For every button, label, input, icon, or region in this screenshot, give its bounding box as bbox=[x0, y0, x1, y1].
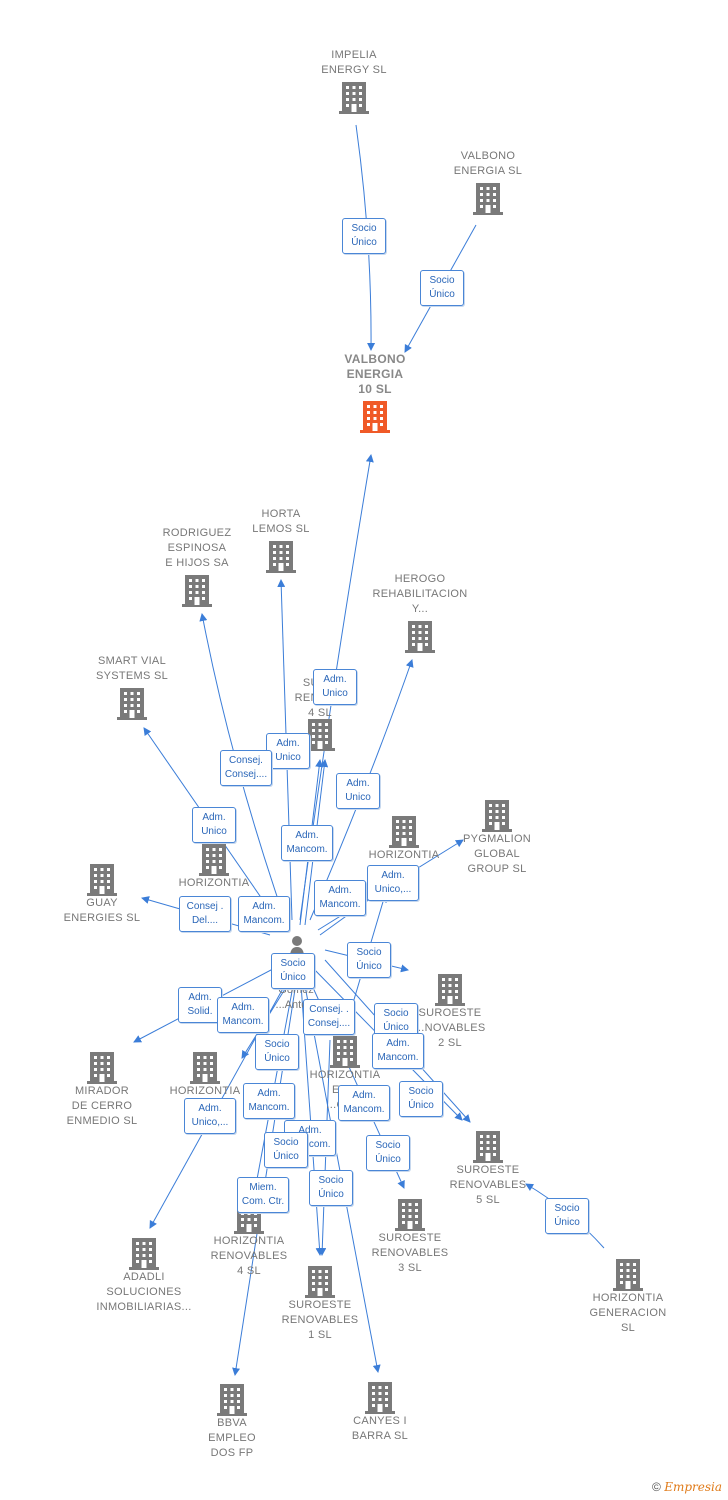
building-icon bbox=[473, 1131, 503, 1163]
company-label: ADADLI SOLUCIONES INMOBILIARIAS... bbox=[96, 1271, 192, 1313]
company-node-horizontia-left[interactable]: HORIZONTIA bbox=[149, 840, 279, 891]
company-node-horizontia-gen[interactable]: HORIZONTIA GENERACION SL bbox=[563, 1255, 693, 1336]
building-icon bbox=[199, 844, 229, 876]
company-label: SUROESTE RENOVABLES 3 SL bbox=[371, 1232, 449, 1274]
company-label: IMPELIA ENERGY SL bbox=[321, 49, 387, 76]
edge bbox=[252, 969, 297, 1191]
relation-badge[interactable]: Socio Único bbox=[366, 1135, 410, 1171]
edge bbox=[149, 964, 297, 1229]
building-icon bbox=[129, 1238, 159, 1270]
company-label: HORIZONTIA GENERACION SL bbox=[589, 1292, 667, 1334]
building-icon bbox=[473, 183, 503, 215]
company-label: HORTA LEMOS SL bbox=[252, 508, 310, 535]
company-label: SUROESTE RENOVABLES 5 SL bbox=[449, 1164, 527, 1206]
focus-company-node[interactable]: VALBONO ENERGIA 10 SL bbox=[310, 352, 440, 433]
relation-badge[interactable]: Adm. Mancom. bbox=[217, 997, 269, 1033]
building-icon bbox=[182, 575, 212, 607]
company-label: SMART VIAL SYSTEMS SL bbox=[95, 655, 169, 682]
relation-badge[interactable]: Miem. Com. Ctr. bbox=[237, 1177, 289, 1213]
company-node-impelia[interactable]: IMPELIA ENERGY SL bbox=[289, 48, 419, 114]
company-node-horta[interactable]: HORTA LEMOS SL bbox=[216, 507, 346, 573]
company-node-mirador[interactable]: MIRADOR DE CERRO ENMEDIO SL bbox=[37, 1048, 167, 1129]
company-node-suroeste2[interactable]: SUROESTE ...NOVABLES 2 SL bbox=[385, 970, 515, 1051]
relation-badge[interactable]: Adm. Unico,... bbox=[184, 1098, 236, 1134]
company-node-adadli[interactable]: ADADLI SOLUCIONES INMOBILIARIAS... bbox=[79, 1234, 209, 1315]
company-label: SUROESTE ...NOVABLES 2 SL bbox=[414, 1007, 486, 1049]
building-icon bbox=[435, 974, 465, 1006]
relation-badge[interactable]: Adm. Unico bbox=[192, 807, 236, 843]
company-label: HORIZONTIA RENOVABLES 4 SL bbox=[210, 1235, 288, 1277]
relation-badge[interactable]: Socio Único bbox=[264, 1132, 308, 1168]
company-node-horizontia4[interactable]: HORIZONTIA RENOVABLES 4 SL bbox=[184, 1198, 314, 1279]
building-icon bbox=[87, 1052, 117, 1084]
company-label: VALBONO ENERGIA SL bbox=[453, 150, 523, 177]
relation-badge[interactable]: Adm. Mancom. bbox=[338, 1085, 390, 1121]
relation-badge[interactable]: Socio Único bbox=[545, 1198, 589, 1234]
company-label: HEROGO REHABILITACION Y... bbox=[372, 573, 468, 615]
relation-badge[interactable]: Adm. Unico,... bbox=[367, 865, 419, 901]
relation-badge[interactable]: Adm. Mancom. bbox=[314, 880, 366, 916]
relation-badge[interactable]: Socio Único bbox=[309, 1170, 353, 1206]
relation-badge[interactable]: Adm. Mancom. bbox=[243, 1083, 295, 1119]
company-node-suroeste3[interactable]: SUROESTE RENOVABLES 3 SL bbox=[345, 1195, 475, 1276]
focus-company-label: VALBONO ENERGIA 10 SL bbox=[344, 352, 406, 396]
relation-badge[interactable]: Socio Único bbox=[420, 270, 464, 306]
relation-badge[interactable]: Adm. Mancom. bbox=[372, 1033, 424, 1069]
building-icon bbox=[395, 1199, 425, 1231]
building-icon bbox=[365, 1382, 395, 1414]
company-node-rodriguez[interactable]: RODRIGUEZ ESPINOSA E HIJOS SA bbox=[132, 526, 262, 607]
company-label: PYGMALION GLOBAL GROUP SL bbox=[462, 833, 532, 875]
building-icon bbox=[266, 541, 296, 573]
company-node-guay[interactable]: GUAY ENERGIES SL bbox=[37, 860, 167, 926]
company-label: HORIZONTIA bbox=[178, 877, 250, 889]
relation-badge[interactable]: Consej . Del.... bbox=[179, 896, 231, 932]
building-icon bbox=[190, 1052, 220, 1084]
relation-badge[interactable]: Adm. Unico bbox=[313, 669, 357, 705]
company-label: SUROESTE RENOVABLES 1 SL bbox=[281, 1299, 359, 1341]
relation-badge[interactable]: Consej. Consej.... bbox=[220, 750, 272, 786]
building-icon bbox=[217, 1384, 247, 1416]
relation-badge[interactable]: Socio Único bbox=[255, 1034, 299, 1070]
relation-badge[interactable]: Adm. Unico bbox=[336, 773, 380, 809]
relation-badge[interactable]: Adm. Solid. bbox=[178, 987, 222, 1023]
company-node-canyes[interactable]: CANYES I BARRA SL bbox=[315, 1378, 445, 1444]
building-icon bbox=[613, 1259, 643, 1291]
relation-badge[interactable]: Socio Único bbox=[399, 1081, 443, 1117]
company-label: GUAY ENERGIES SL bbox=[63, 897, 141, 924]
company-node-bbva[interactable]: BBVA EMPLEO DOS FP bbox=[167, 1380, 297, 1461]
company-label: CANYES I BARRA SL bbox=[351, 1415, 409, 1442]
relation-badge[interactable]: Socio Único bbox=[347, 942, 391, 978]
building-icon bbox=[330, 1036, 360, 1068]
building-icon bbox=[389, 816, 419, 848]
relation-badge[interactable]: Adm. Mancom. bbox=[238, 896, 290, 932]
relation-badge[interactable]: Adm. Mancom. bbox=[281, 825, 333, 861]
company-node-valbono-energia[interactable]: VALBONO ENERGIA SL bbox=[423, 149, 553, 215]
relation-badge[interactable]: Socio Único bbox=[271, 953, 315, 989]
company-node-pygmalion[interactable]: PYGMALION GLOBAL GROUP SL bbox=[432, 796, 562, 877]
copyright-icon: © bbox=[652, 1480, 661, 1494]
company-node-suroeste5[interactable]: SUROESTE RENOVABLES 5 SL bbox=[423, 1127, 553, 1208]
building-icon bbox=[482, 800, 512, 832]
company-label: RODRIGUEZ ESPINOSA E HIJOS SA bbox=[162, 527, 232, 569]
relation-badge[interactable]: Consej. . Consej.... bbox=[303, 999, 355, 1035]
relation-badge[interactable]: Socio Único bbox=[342, 218, 386, 254]
brand-logo-text: Empresia bbox=[664, 1480, 722, 1494]
company-node-suroeste1[interactable]: SUROESTE RENOVABLES 1 SL bbox=[255, 1262, 385, 1343]
building-icon bbox=[405, 621, 435, 653]
company-node-smartvial[interactable]: SMART VIAL SYSTEMS SL bbox=[67, 654, 197, 720]
relation-badge[interactable]: Adm. Unico bbox=[266, 733, 310, 769]
building-icon bbox=[360, 401, 390, 433]
company-label: MIRADOR DE CERRO ENMEDIO SL bbox=[66, 1085, 138, 1127]
building-icon bbox=[339, 82, 369, 114]
company-label: BBVA EMPLEO DOS FP bbox=[208, 1417, 256, 1459]
building-icon bbox=[305, 1266, 335, 1298]
building-icon bbox=[87, 864, 117, 896]
company-node-herogo[interactable]: HEROGO REHABILITACION Y... bbox=[355, 572, 485, 653]
footer-brand: © Empresia bbox=[652, 1480, 722, 1494]
building-icon bbox=[117, 688, 147, 720]
